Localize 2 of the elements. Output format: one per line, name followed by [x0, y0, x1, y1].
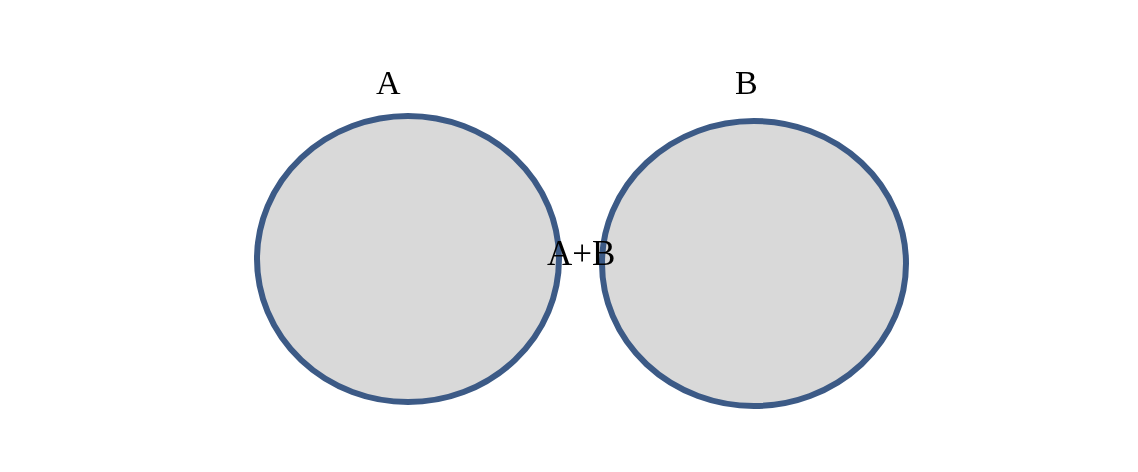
- set-label: A: [376, 66, 401, 100]
- set-label: B: [735, 66, 758, 100]
